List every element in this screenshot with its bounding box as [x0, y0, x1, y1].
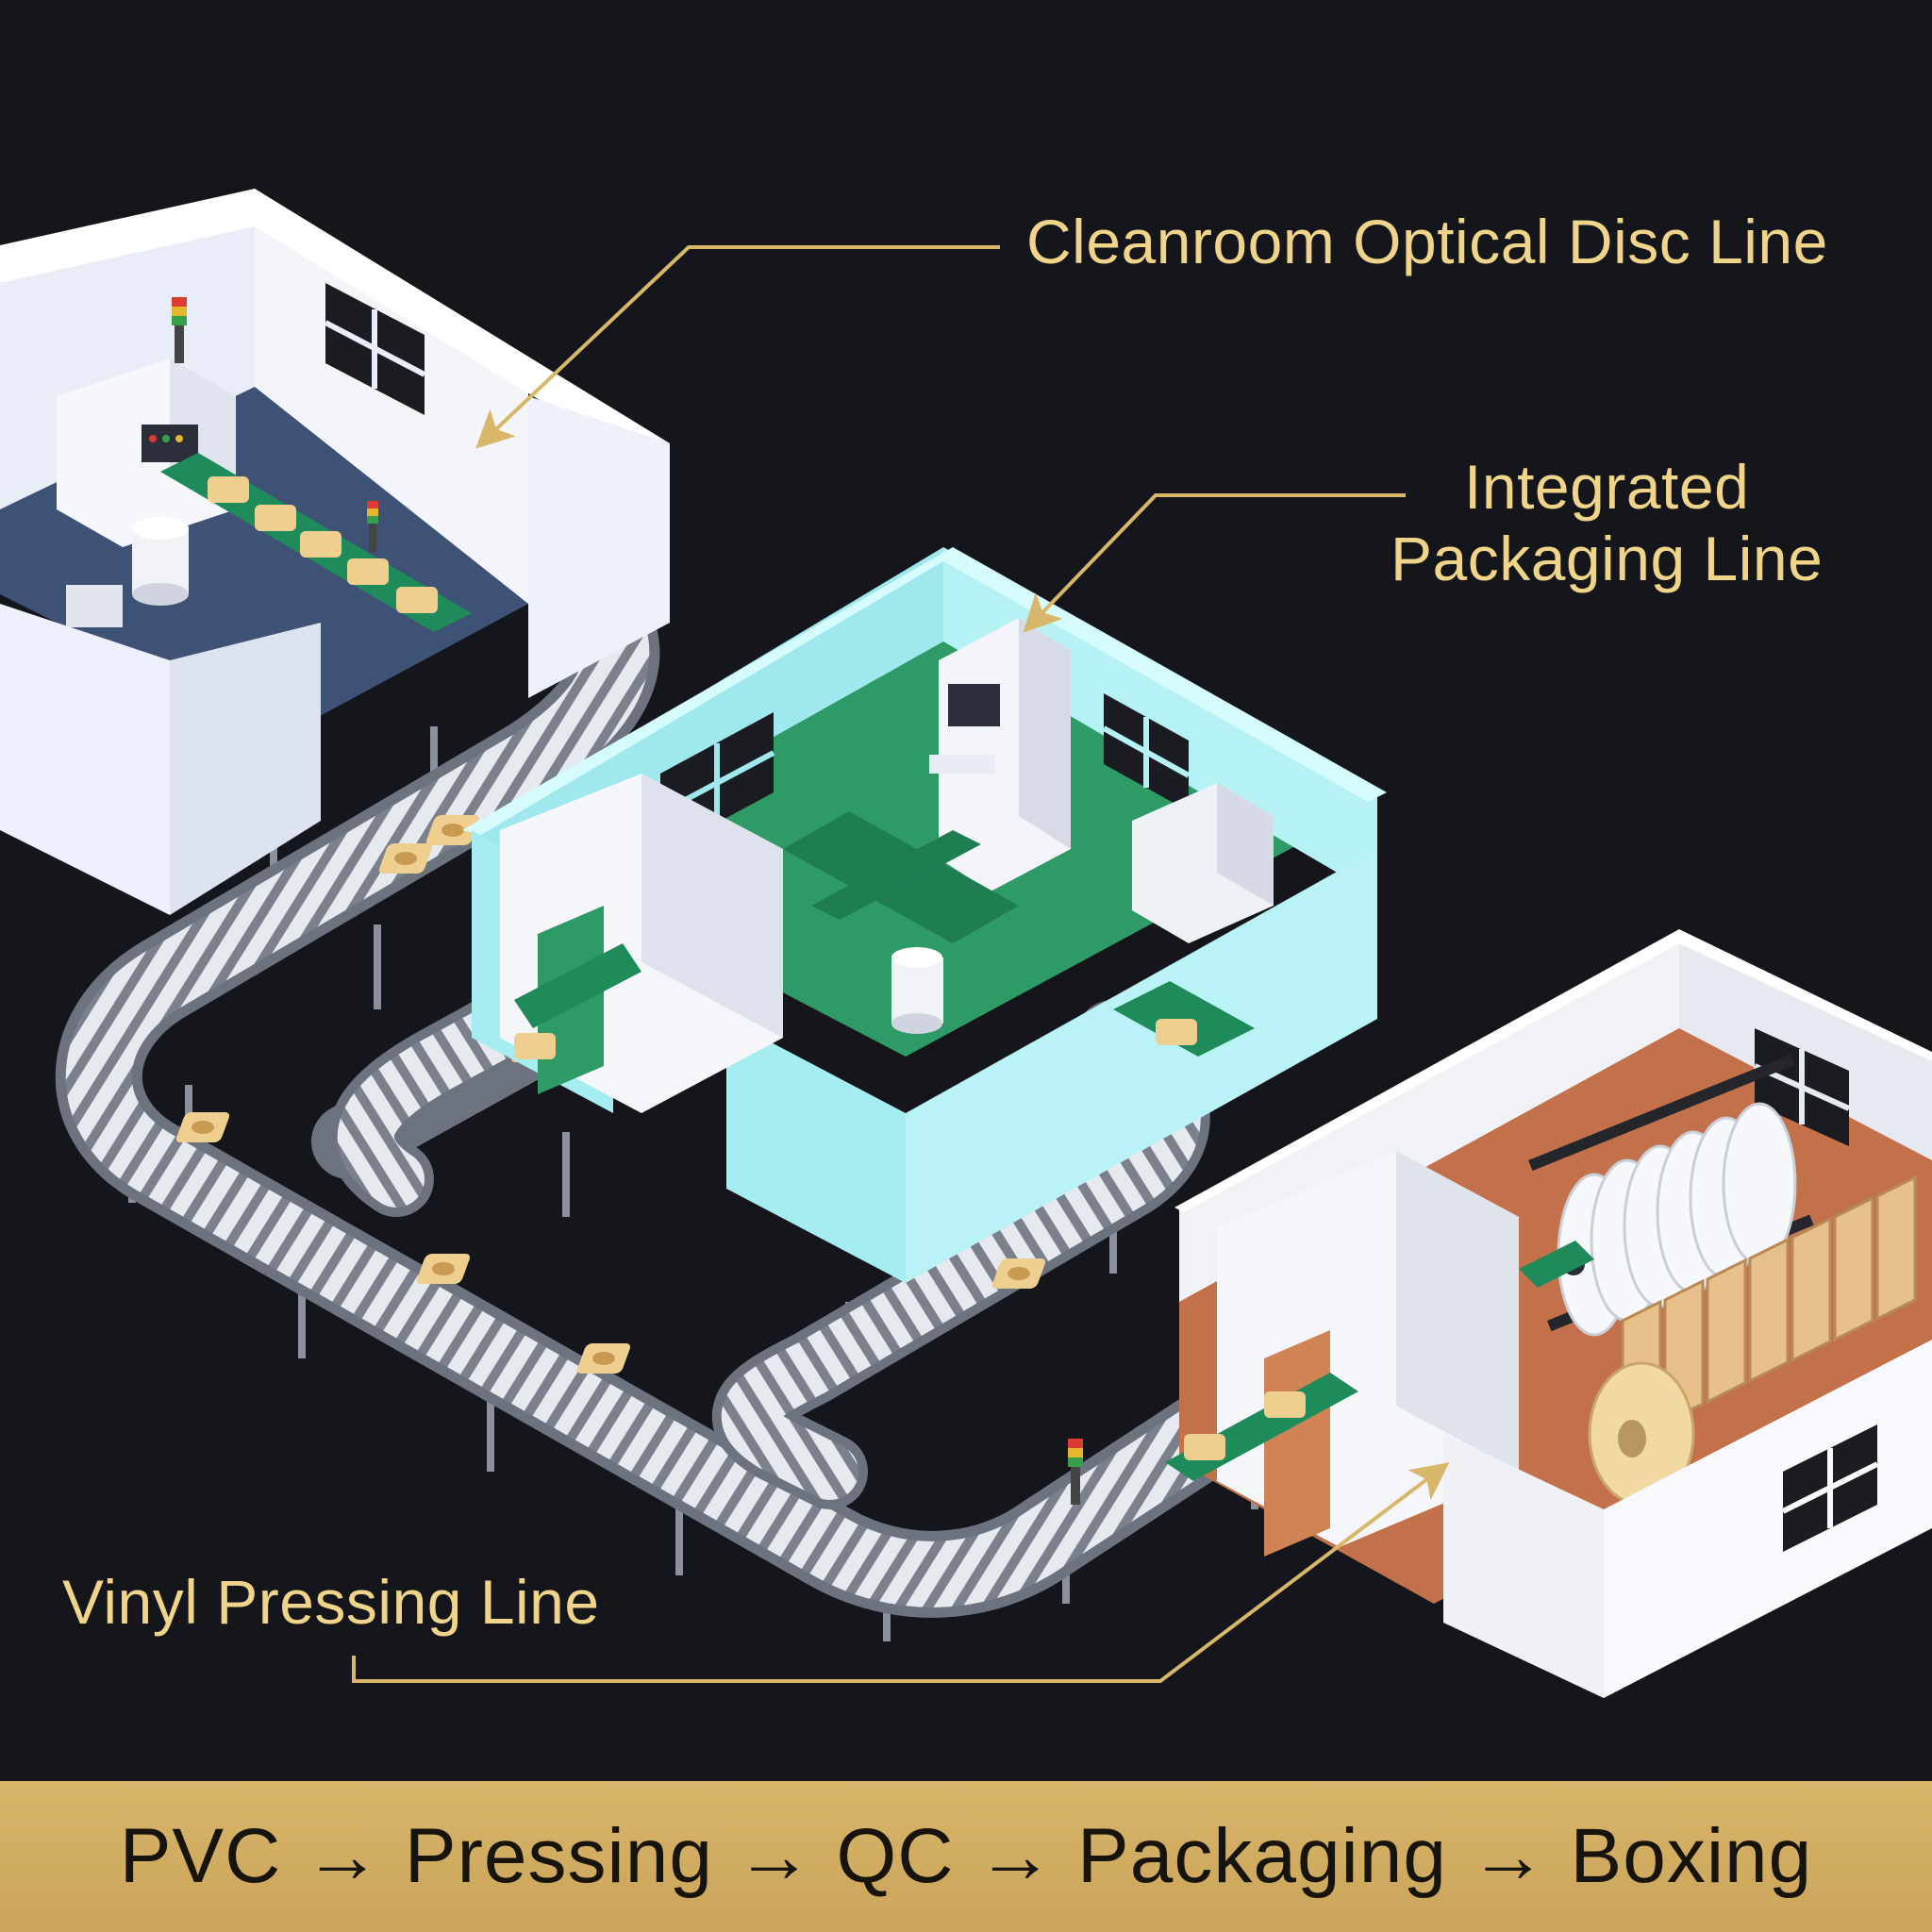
disc-stack-icon [891, 947, 943, 1034]
callout-packaging-label: Integrated Packaging Line [1391, 451, 1823, 594]
window-icon [324, 283, 426, 415]
signal-tower-icon [172, 297, 187, 363]
process-flow-text: PVC → Pressing → QC → Packaging → Boxing [119, 1813, 1813, 1899]
window-icon [1781, 1424, 1879, 1552]
callout-leaders [352, 245, 1450, 1683]
window-icon [1102, 693, 1191, 811]
vinyl-pressing-building [1165, 929, 1932, 1698]
cleanroom-building [0, 189, 670, 915]
vinyl-leader-arrow [352, 1462, 1450, 1683]
packaging-tunnel-entry [500, 774, 783, 1113]
callout-vinyl-label: Vinyl Pressing Line [62, 1567, 600, 1637]
callout-packaging-line2: Packaging Line [1391, 524, 1824, 593]
disc-stack-icon [132, 517, 189, 606]
vinyl-rack-icon [1528, 1054, 1814, 1337]
signal-tower-icon [1068, 1439, 1083, 1505]
packaging-control-machine [929, 618, 1071, 891]
callout-packaging-line1: Integrated [1464, 452, 1750, 522]
disc-sleeves-cleanroom [208, 476, 438, 613]
cleanroom-leader-arrow [475, 245, 1000, 449]
signal-tower-icon [367, 501, 378, 552]
callout-cleanroom-label: Cleanroom Optical Disc Line [1026, 207, 1828, 276]
packaging-leader-arrow [1023, 493, 1406, 633]
process-flow-banner: PVC → Pressing → QC → Packaging → Boxing [0, 1781, 1932, 1932]
packaging-building [462, 547, 1387, 1283]
